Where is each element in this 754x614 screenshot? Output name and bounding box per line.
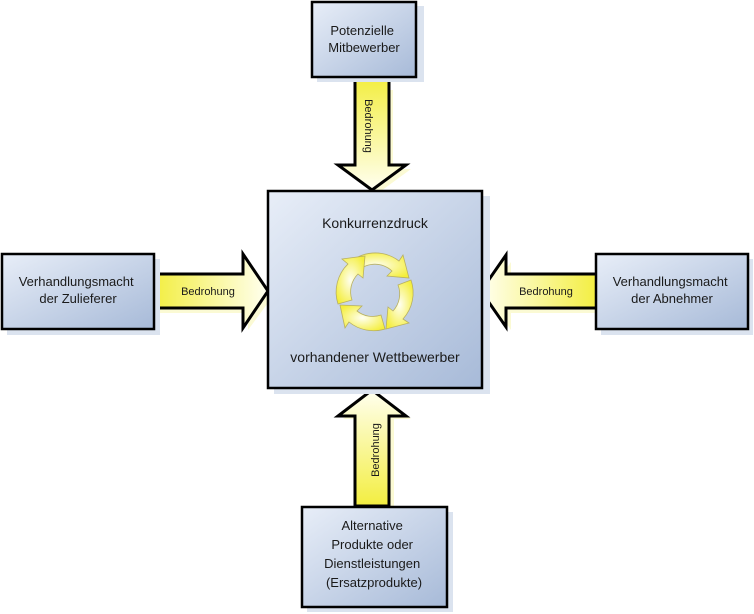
- arrow-label-right: Bedrohung: [519, 286, 573, 298]
- svg-text:Verhandlungsmacht der Ab: Verhandlungsmacht der Abnehmer: [613, 274, 732, 306]
- arrow-label-top: Bedrohung: [362, 99, 374, 153]
- box-left-line-2: der Zulieferer: [39, 291, 117, 306]
- cycle-arrows-icon: [335, 252, 414, 332]
- box-potential-competitors: Potenzielle Mitbewerber: [310, 0, 424, 82]
- box-right-line-1: Verhandlungsmacht: [613, 274, 728, 289]
- svg-text:Alternative Produkte ode: Alternative Produkte oder Dienstleistung…: [324, 518, 424, 590]
- svg-text:Potenzielle Mitbewerber: Potenzielle Mitbewerber: [328, 23, 400, 55]
- box-bottom-line-4: (Ersatzprodukte): [326, 575, 422, 590]
- box-buyer-power: Verhandlungsmacht der Abnehmer: [594, 252, 753, 335]
- box-left-line-1: Verhandlungsmacht: [19, 274, 134, 289]
- box-rivalry: Konkurrenzdruck vorhandener Wettbewerber: [266, 189, 490, 394]
- box-bottom-line-1: Alternative: [341, 518, 402, 533]
- threat-arrow-left: Bedrohung: [151, 249, 273, 333]
- threat-arrow-bottom: Bedrohung: [333, 388, 411, 509]
- box-top-line-2: Mitbewerber: [328, 40, 400, 55]
- center-title: Konkurrenzdruck: [322, 215, 429, 231]
- box-bottom-line-3: Dienstleistungen: [324, 556, 420, 571]
- box-bottom-line-2: Produkte oder: [331, 537, 413, 552]
- box-top-line-1: Potenzielle: [330, 23, 394, 38]
- center-subtitle: vorhandener Wettbewerber: [290, 349, 460, 365]
- box-supplier-power: Verhandlungsmacht der Zulieferer: [0, 252, 160, 335]
- svg-text:Verhandlungsmacht der Zu: Verhandlungsmacht der Zulieferer: [19, 274, 138, 306]
- arrow-label-left: Bedrohung: [181, 286, 235, 298]
- arrow-label-bottom: Bedrohung: [370, 423, 382, 477]
- box-substitutes: Alternative Produkte oder Dienstleistung…: [300, 505, 453, 612]
- box-right-line-2: der Abnehmer: [631, 291, 713, 306]
- threat-arrow-top: Bedrohung: [333, 75, 411, 194]
- threat-arrow-right: Bedrohung: [479, 250, 602, 332]
